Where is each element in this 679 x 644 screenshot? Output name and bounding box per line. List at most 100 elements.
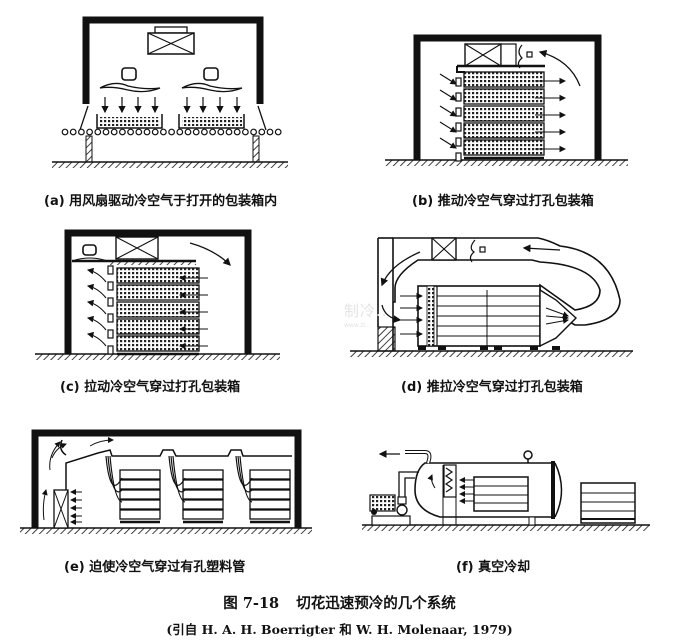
box: [182, 479, 224, 490]
perforated-tube: [172, 455, 186, 503]
panel-d-drawing: [350, 237, 633, 357]
airflow-arrows: [459, 477, 474, 504]
outlet-arrow: [86, 283, 107, 299]
perforated-box: [463, 122, 545, 139]
seal-block: [107, 329, 114, 339]
seal-block: [107, 345, 114, 355]
perforated-tube: [170, 455, 186, 493]
inlet-airflow: [439, 73, 567, 162]
perforated-box: [116, 318, 200, 335]
seal-block: [107, 281, 114, 291]
fan-icon: [181, 67, 243, 93]
box: [249, 479, 291, 490]
perforated-box: [116, 301, 200, 318]
box: [182, 469, 224, 480]
roller: [258, 128, 266, 136]
panel-b-drawing: [385, 34, 628, 166]
box: [249, 469, 291, 480]
perforated-box-stack: [463, 71, 545, 160]
box: [119, 499, 161, 510]
roller: [94, 128, 102, 136]
outlet-arrow: [86, 315, 107, 331]
box: [119, 469, 161, 480]
panel-caption-d: (d) 推拉冷空气穿过打孔包装箱: [401, 380, 583, 395]
seal-block: [455, 107, 462, 117]
roller: [217, 128, 225, 136]
airflow-arrows: [545, 307, 569, 325]
roller: [102, 128, 110, 136]
outlet-arrow: [86, 331, 107, 347]
perforated-box: [463, 71, 545, 88]
roller: [266, 128, 274, 136]
perforated-tube: [239, 455, 253, 503]
figure-number: 图 7-18: [223, 595, 280, 612]
inlet-arrow: [439, 137, 457, 149]
inlet-arrow: [439, 73, 457, 85]
inlet-arrow: [439, 89, 457, 101]
box-stacks-with-tubes: [105, 455, 291, 524]
roller: [86, 128, 93, 136]
evaporator-unit-icon: [147, 26, 195, 55]
fan-icon: [99, 67, 161, 93]
roller: [250, 128, 258, 136]
perforated-tube: [107, 455, 123, 493]
box: [249, 509, 291, 520]
roller: [159, 128, 167, 136]
roller: [241, 128, 249, 136]
roller: [176, 128, 184, 136]
box: [119, 509, 161, 520]
panel-caption-f: (f) 真空冷却: [456, 560, 531, 575]
inlet-arrow: [439, 121, 457, 133]
perforated-tube: [109, 455, 123, 503]
panel-caption-e: (e) 迫使冷空气穿过有孔塑料管: [64, 560, 246, 575]
figure-title: 图 7-18 切花迅速预冷的几个系统: [0, 592, 679, 613]
seal-block: [107, 297, 114, 307]
panel-caption-c: (c) 拉动冷空气穿过打孔包装箱: [60, 380, 241, 395]
roller: [127, 128, 135, 136]
airflow-arrows: [101, 97, 241, 114]
box: [182, 499, 224, 510]
open-box: [178, 114, 245, 129]
roller: [225, 128, 233, 136]
box: [249, 489, 291, 500]
seal-block: [455, 137, 462, 147]
roller: [143, 128, 151, 136]
box: [182, 489, 224, 500]
box: [119, 479, 161, 490]
box: [119, 489, 161, 500]
outlet-arrow: [86, 267, 107, 283]
perforated-box-stack: [116, 267, 200, 356]
figure-title-text: 切花迅速预冷的几个系统: [296, 595, 456, 612]
roller: [192, 128, 200, 136]
panel-caption-a: (a) 用风扇驱动冷空气于打开的包装箱内: [44, 194, 278, 209]
roller: [61, 128, 69, 136]
panel-caption-b: (b) 推动冷空气穿过打孔包装箱: [412, 194, 594, 209]
panel-a-drawing: [52, 16, 288, 168]
perforated-box: [116, 284, 200, 301]
roller: [151, 128, 159, 136]
box-rows: [437, 295, 540, 337]
perforated-box: [463, 105, 545, 122]
perforated-box: [463, 88, 545, 105]
ground-hatch: [52, 161, 288, 168]
roller: [209, 128, 217, 136]
roller: [135, 128, 143, 136]
inlet-arrow: [439, 105, 457, 117]
perforated-box: [116, 267, 200, 284]
outlet-arrow: [86, 299, 107, 315]
box: [249, 499, 291, 510]
seal-block: [107, 265, 114, 275]
seal-block: [455, 122, 462, 132]
roller: [184, 128, 192, 136]
open-box: [96, 114, 163, 129]
roller: [274, 128, 282, 136]
panel-e-drawing: [20, 429, 312, 534]
box-pallet: [580, 482, 636, 524]
conveyor-rollers: [61, 128, 282, 136]
roller: [168, 128, 176, 136]
seal-block: [455, 77, 462, 87]
vacuum-pump-icon: [369, 471, 419, 526]
roller: [110, 128, 118, 136]
box: [182, 509, 224, 520]
